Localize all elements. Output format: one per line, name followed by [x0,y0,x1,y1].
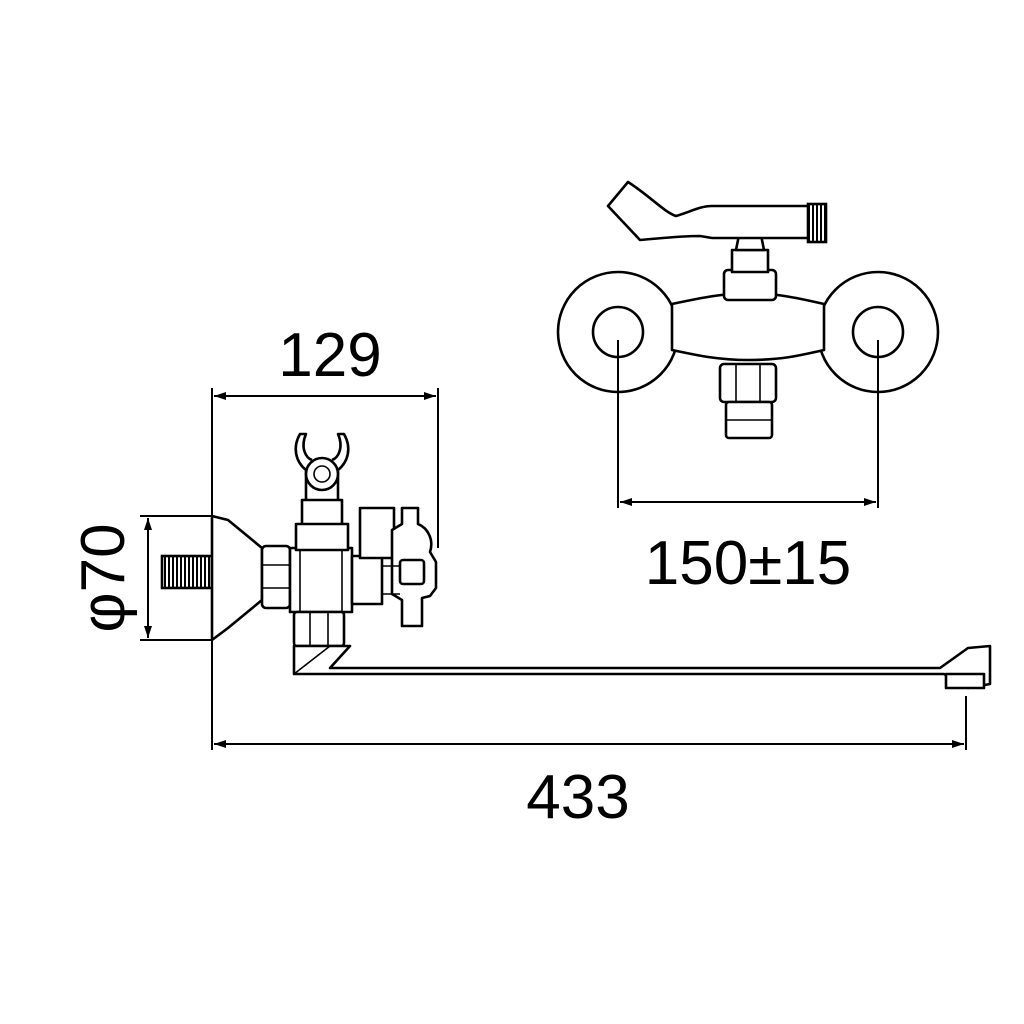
center-distance-label: 150±15 [645,529,851,598]
dimension-phi70: φ70 [69,515,212,641]
front-view [556,180,940,440]
lower-nut [292,610,346,648]
lever-handle-icon [606,180,814,242]
aerator [944,672,986,690]
wall-flange [210,514,264,642]
depth-label: 129 [278,321,381,390]
dimension-150: 150±15 [617,340,879,598]
diverter-connector [350,554,384,606]
dimension-129: 129 [211,321,439,548]
flange-diameter-label: φ70 [69,523,138,632]
side-view [160,432,992,690]
flange-nut [260,544,292,610]
wall-thread [160,554,214,590]
shower-outlet-thread [806,202,828,244]
spout [292,644,992,690]
front-body [670,292,826,362]
total-length-label: 433 [526,763,629,832]
dimension-433: 433 [211,640,967,832]
